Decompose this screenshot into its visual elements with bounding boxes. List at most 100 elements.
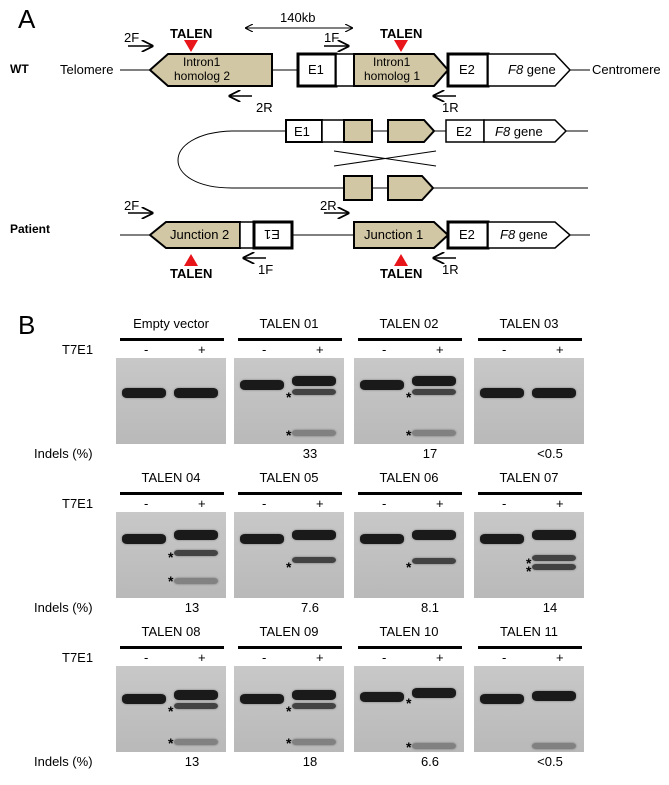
- gel-band: [292, 389, 336, 395]
- lane-bar: [478, 492, 582, 495]
- mid-exon2-label: E2: [456, 124, 472, 139]
- gel-band: [240, 380, 284, 390]
- indel-value: <0.5: [537, 754, 563, 769]
- indel-value: 14: [542, 600, 558, 615]
- lane-plus-label: +: [436, 342, 444, 357]
- cleavage-band-marker: *: [168, 703, 174, 719]
- panel-a-diagram: [120, 0, 590, 266]
- indels-label: Indels (%): [34, 446, 93, 461]
- gel-band: [412, 743, 456, 749]
- cleavage-band-marker: *: [168, 573, 174, 589]
- lane-plus-label: +: [556, 496, 564, 511]
- cleavage-band-marker: *: [286, 389, 292, 405]
- talen-label: TALEN: [170, 26, 213, 41]
- primer-1r: 1R: [442, 100, 459, 115]
- patient-f8-label: F8 gene: [500, 227, 548, 242]
- gel-band: [240, 694, 284, 704]
- gel-title: TALEN 02: [379, 316, 439, 331]
- gel-image: [474, 358, 584, 444]
- gel-band: [122, 534, 166, 544]
- cleavage-band-marker: *: [168, 549, 174, 565]
- intron-homolog-2-line1: Intron1: [183, 55, 221, 69]
- indel-value: 6.6: [420, 754, 440, 769]
- gel-image: **: [116, 666, 226, 752]
- lane-bar: [358, 492, 462, 495]
- lane-minus-label: -: [262, 342, 267, 357]
- cleavage-band-marker: *: [286, 559, 292, 575]
- gel-band: [360, 380, 404, 390]
- intron-homolog-1-line2: homolog 1: [364, 69, 421, 83]
- lane-minus-label: -: [382, 650, 387, 665]
- cleavage-band-marker: *: [286, 735, 292, 751]
- lane-bar: [238, 338, 342, 341]
- gel-band: [292, 376, 336, 386]
- cleavage-band-marker: *: [168, 735, 174, 751]
- lane-bar: [478, 646, 582, 649]
- gel-image: *: [234, 512, 344, 598]
- gel-band: [122, 694, 166, 704]
- indel-value: <0.5: [537, 446, 563, 461]
- lane-bar: [120, 338, 224, 341]
- t7e1-label: T7E1: [62, 496, 94, 511]
- gel-band: [360, 534, 404, 544]
- gel-band: [174, 690, 218, 700]
- gel-title: Empty vector: [133, 316, 209, 331]
- indels-label: Indels (%): [34, 754, 93, 769]
- primer-1f: 1F: [258, 262, 274, 277]
- lane-minus-label: -: [144, 496, 149, 511]
- lane-bar: [358, 338, 462, 341]
- cleavage-band-marker: *: [406, 695, 412, 711]
- talen-marker: [184, 40, 198, 52]
- t7e1-label: T7E1: [62, 650, 94, 665]
- gel-band: [174, 530, 218, 540]
- gel-band: [174, 703, 218, 709]
- lane-minus-label: -: [502, 342, 507, 357]
- gel-image: [474, 666, 584, 752]
- lane-minus-label: -: [502, 650, 507, 665]
- indel-value: 13: [184, 754, 200, 769]
- lane-minus-label: -: [144, 650, 149, 665]
- lane-plus-label: +: [198, 496, 206, 511]
- intron-homolog-1-line1: Intron1: [373, 55, 411, 69]
- panel-b-letter: B: [18, 310, 36, 340]
- gel-title: TALEN 08: [141, 624, 201, 639]
- primer-2r: 2R: [256, 100, 273, 115]
- lane-minus-label: -: [382, 342, 387, 357]
- cleavage-band-marker: *: [406, 427, 412, 443]
- gel-band: [292, 530, 336, 540]
- gel-band: [174, 739, 218, 745]
- gel-image: **: [354, 666, 464, 752]
- gel-band: [532, 564, 576, 570]
- talen-marker: [394, 254, 408, 266]
- primer-2f: 2F: [124, 198, 140, 213]
- indels-label: Indels (%): [34, 600, 93, 615]
- talen-marker: [394, 40, 408, 52]
- gel-band: [532, 530, 576, 540]
- talen-marker: [184, 254, 198, 266]
- junction-2-label: Junction 2: [170, 227, 230, 242]
- wt-exon2-label: E2: [459, 62, 475, 77]
- gel-band: [292, 703, 336, 709]
- lane-minus-label: -: [382, 496, 387, 511]
- cleavage-band-marker: *: [406, 389, 412, 405]
- indel-value: 18: [302, 754, 318, 769]
- cleavage-band-marker: *: [286, 703, 292, 719]
- patient-exon1-flipped: E1: [264, 227, 280, 242]
- lane-bar: [358, 646, 462, 649]
- lane-minus-label: -: [262, 496, 267, 511]
- gel-band: [292, 739, 336, 745]
- gel-title: TALEN 01: [259, 316, 319, 331]
- primer-1r: 1R: [442, 262, 459, 277]
- lane-plus-label: +: [316, 496, 324, 511]
- gel-band: [174, 388, 218, 398]
- gel-title: TALEN 07: [499, 470, 559, 485]
- wt-f8-label: F8 gene: [508, 62, 556, 77]
- gel-title: TALEN 10: [379, 624, 439, 639]
- gel-band: [412, 530, 456, 540]
- gel-band: [292, 430, 336, 436]
- primer-2r: 2R: [320, 198, 337, 213]
- gel-title: TALEN 04: [141, 470, 201, 485]
- cleavage-band-marker: *: [286, 427, 292, 443]
- lane-plus-label: +: [556, 342, 564, 357]
- gel-band: [532, 691, 576, 701]
